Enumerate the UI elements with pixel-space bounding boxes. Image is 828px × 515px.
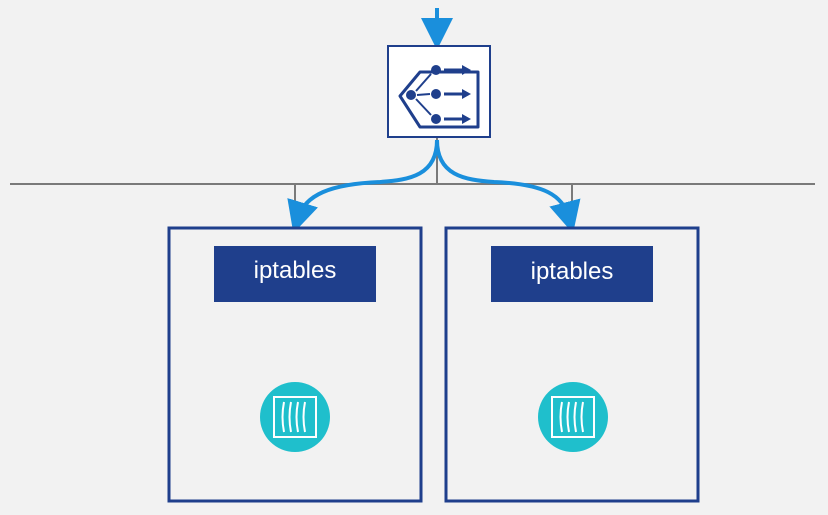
node-left <box>167 226 423 503</box>
iptables-label-left: iptables <box>253 257 337 284</box>
route-arrow-right <box>435 139 581 234</box>
container-icon <box>538 382 608 452</box>
iptables-label-right: iptables <box>530 258 614 285</box>
container-icon <box>260 382 330 452</box>
load-balancer-icon <box>398 65 480 129</box>
load-balancer <box>387 45 491 138</box>
iptables-box-right <box>491 246 653 302</box>
node-right <box>444 226 700 503</box>
iptables-box-left <box>214 246 376 302</box>
route-arrow-left <box>287 139 439 234</box>
